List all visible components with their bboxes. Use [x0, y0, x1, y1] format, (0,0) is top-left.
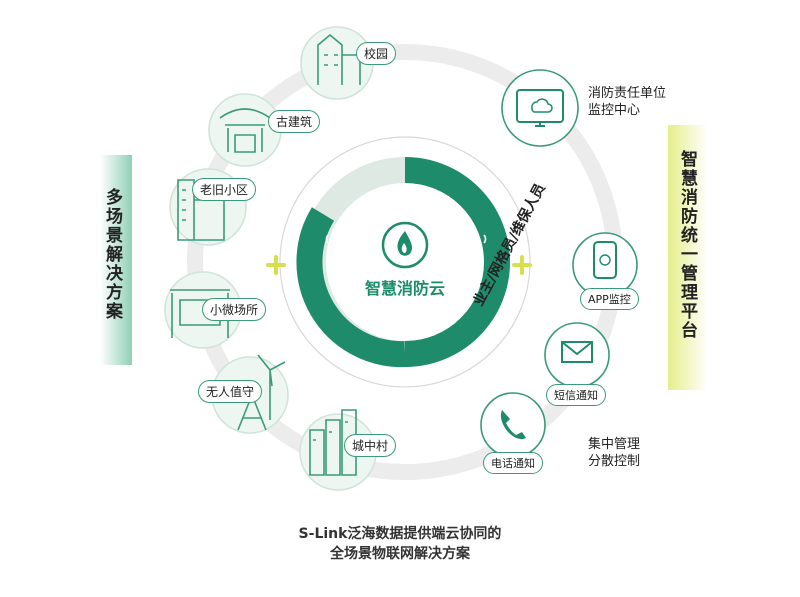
- center-donut-arc: [404, 157, 510, 367]
- right-label: 智慧消防统一管理平台: [677, 150, 697, 340]
- inner-ring: [279, 136, 531, 388]
- scene-label-small-venue: 小微场所: [202, 298, 267, 321]
- channel-label-app: APP监控: [580, 288, 639, 310]
- caption-line1: S-Link泛海数据提供端云协同的: [298, 526, 502, 542]
- mode-text-line2: 分散控制: [588, 454, 641, 469]
- scene-label-school: 校园: [356, 42, 397, 65]
- scene-label-ancient: 古建筑: [268, 110, 321, 133]
- fire-cloud-logo-icon: [381, 221, 429, 269]
- left-accent-bar: [100, 155, 132, 365]
- channel-node-call: [480, 392, 546, 458]
- scene-label-old-residential: 老旧小区: [192, 178, 257, 201]
- monitor-center-label: 消防责任单位 监控中心: [588, 85, 666, 119]
- plus-left-icon: [266, 255, 286, 275]
- center-title: 智慧消防云: [364, 279, 445, 298]
- plus-right-icon: [512, 255, 532, 275]
- channel-node-app: [572, 232, 638, 298]
- scene-label-urban-village: 城中村: [344, 434, 397, 457]
- monitor-center-line2: 监控中心: [588, 103, 641, 118]
- monitor-center-node: [501, 69, 579, 147]
- scene-label-unattended: 无人值守: [198, 380, 263, 403]
- right-accent-bar: [668, 125, 708, 390]
- monitor-center-line1: 消防责任单位: [588, 86, 667, 101]
- center-donut-arc-left: [296, 207, 406, 368]
- antenna-right-icon: [469, 234, 487, 271]
- mode-text-line1: 集中管理: [588, 437, 641, 452]
- caption-line2: 全场景物联网解决方案: [330, 546, 470, 562]
- channel-label-sms: 短信通知: [546, 384, 606, 406]
- mode-text: 集中管理 分散控制: [588, 436, 640, 470]
- left-label: 多场景解决方案: [102, 188, 122, 321]
- channel-label-call: 电话通知: [483, 452, 543, 474]
- channel-node-sms: [544, 322, 610, 388]
- scene-node-ancient: [208, 93, 282, 167]
- antenna-left-icon: [325, 234, 343, 271]
